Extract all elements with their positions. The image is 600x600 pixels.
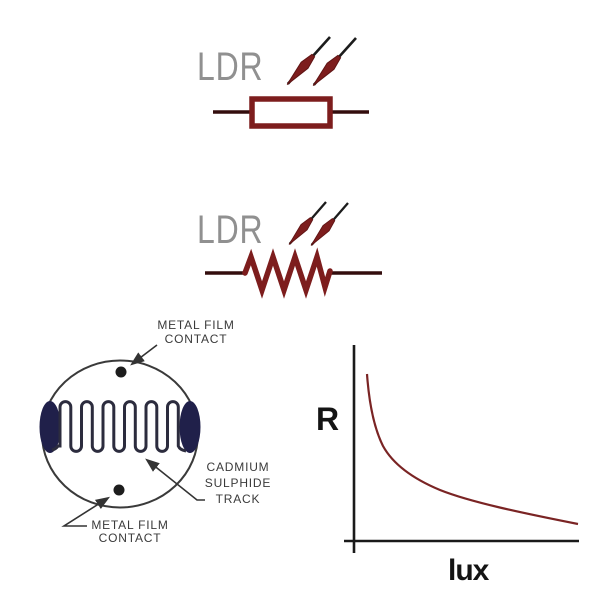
track-label-line2: SULPHIDE xyxy=(204,476,272,490)
top-contact-label-line2: CONTACT xyxy=(164,332,228,346)
top-contact-dot xyxy=(115,366,127,378)
ldr-box-symbol-label: LDR xyxy=(197,45,264,89)
resistance-lux-graph xyxy=(344,345,579,553)
light-arrows-icon xyxy=(284,198,353,250)
light-arrows-icon xyxy=(282,32,361,90)
bottom-contact-label: METAL FILM CONTACT xyxy=(74,519,186,545)
graph-x-axis-label: lux xyxy=(448,554,489,587)
track-label-line1: CADMIUM xyxy=(206,460,270,474)
ldr-zigzag-symbol xyxy=(205,198,382,299)
ldr-box-symbol xyxy=(213,32,369,129)
resistor-box xyxy=(249,96,333,129)
ldr-construction-diagram xyxy=(39,344,205,527)
track-label-line3: TRACK xyxy=(215,492,261,506)
cadmium-sulphide-track-label: CADMIUM SULPHIDE TRACK xyxy=(200,459,276,507)
bottom-contact-label-line2: CONTACT xyxy=(98,531,162,545)
track-pointer-line xyxy=(145,458,205,501)
bottom-contact-label-line1: METAL FILM xyxy=(91,518,169,532)
metal-film-contact-right xyxy=(179,401,201,453)
metal-film-contact-left xyxy=(39,401,61,453)
resistance-curve xyxy=(365,373,579,526)
top-contact-label-line1: METAL FILM xyxy=(157,318,235,332)
top-contact-pointer-line xyxy=(130,344,158,366)
graph-y-axis-label: R xyxy=(316,401,340,437)
top-contact-label: METAL FILM CONTACT xyxy=(140,318,252,346)
cadmium-sulphide-track xyxy=(51,400,187,453)
bottom-contact-pointer-line xyxy=(61,496,111,527)
bottom-contact-dot xyxy=(113,484,125,496)
resistor-zigzag xyxy=(242,247,333,299)
ldr-zigzag-symbol-label: LDR xyxy=(197,208,264,252)
